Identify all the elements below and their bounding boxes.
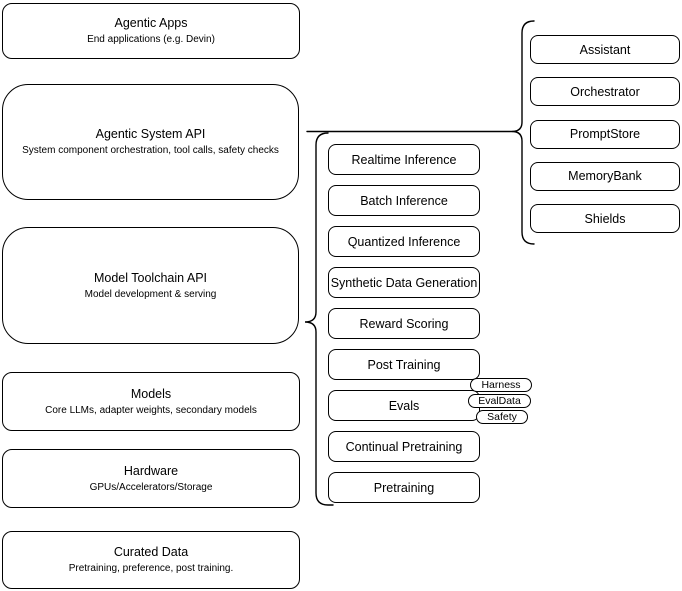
node-subtitle: Core LLMs, adapter weights, secondary mo…: [45, 404, 257, 416]
node-title: Models: [130, 386, 172, 401]
node-evals: Evals: [328, 390, 480, 421]
toolchain-group: Realtime Inference Batch Inference Quant…: [328, 144, 480, 503]
node-realtime-inference: Realtime Inference: [328, 144, 480, 175]
node-curated-data: Curated Data Pretraining, preference, po…: [2, 531, 300, 589]
node-synthetic-data-generation: Synthetic Data Generation: [328, 267, 480, 298]
node-subtitle: Model development & serving: [84, 288, 217, 300]
node-quantized-inference: Quantized Inference: [328, 226, 480, 257]
node-promptstore: PromptStore: [530, 119, 680, 149]
node-hardware: Hardware GPUs/Accelerators/Storage: [2, 449, 300, 508]
node-agentic-system-api: Agentic System API System component orch…: [2, 84, 299, 200]
node-subtitle: Pretraining, preference, post training.: [68, 563, 234, 574]
system-components-group: Assistant Orchestrator PromptStore Memor…: [530, 35, 680, 234]
node-batch-inference: Batch Inference: [328, 185, 480, 216]
node-model-toolchain-api: Model Toolchain API Model development & …: [2, 227, 299, 344]
node-title: Model Toolchain API: [93, 270, 208, 285]
tag-evaldata: EvalData: [468, 394, 531, 408]
node-title: Curated Data: [113, 545, 189, 559]
node-agentic-apps: Agentic Apps End applications (e.g. Devi…: [2, 3, 300, 59]
tag-harness: Harness: [470, 378, 532, 392]
node-assistant: Assistant: [530, 35, 680, 64]
node-models: Models Core LLMs, adapter weights, secon…: [2, 372, 300, 431]
node-memorybank: MemoryBank: [530, 161, 680, 191]
node-shields: Shields: [530, 204, 680, 234]
node-continual-pretraining: Continual Pretraining: [328, 431, 480, 462]
toolchain-brace: [304, 132, 334, 506]
node-subtitle: System component orchestration, tool cal…: [22, 145, 279, 156]
node-subtitle: GPUs/Accelerators/Storage: [89, 481, 213, 493]
node-reward-scoring: Reward Scoring: [328, 308, 480, 339]
node-title: Hardware: [123, 463, 179, 478]
node-pretraining: Pretraining: [328, 472, 480, 503]
tag-safety: Safety: [476, 410, 528, 424]
node-orchestrator: Orchestrator: [530, 77, 680, 107]
node-title: Agentic System API: [95, 127, 206, 141]
node-title: Agentic Apps: [114, 16, 188, 30]
node-subtitle: End applications (e.g. Devin): [87, 34, 215, 45]
node-post-training: Post Training: [328, 349, 480, 380]
